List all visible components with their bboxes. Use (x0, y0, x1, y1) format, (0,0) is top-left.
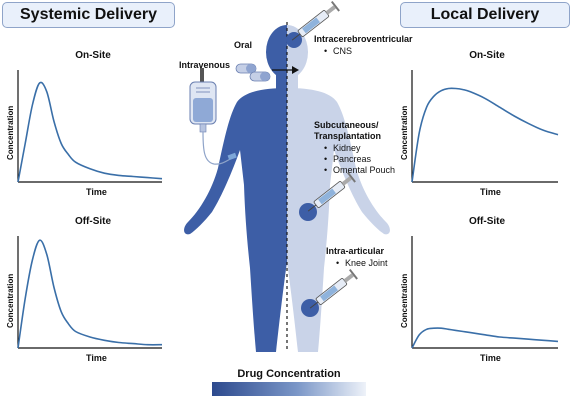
icv-site-item: CNS (324, 46, 352, 57)
route-label-subcutaneous-line1: Subcutaneous/ (314, 120, 379, 130)
pill-icon (235, 63, 271, 82)
systemic-delivery-header: Systemic Delivery (2, 2, 175, 28)
route-label-subcutaneous: Subcutaneous/ Transplantation (314, 120, 381, 142)
chart-title-local-onsite: On-Site (469, 50, 505, 61)
chart-systemic-onsite (17, 70, 163, 183)
x-axis-label-systemic-onsite: Time (86, 187, 107, 197)
route-label-icv: Intracerebroventricular (314, 34, 413, 44)
chart-systemic-offsite (17, 236, 163, 349)
x-axis-label-local-offsite: Time (480, 353, 501, 363)
subcutaneous-site-list: Kidney Pancreas Omental Pouch (324, 143, 395, 176)
icv-site-list: CNS (324, 46, 352, 57)
subcutaneous-site-item: Pancreas (324, 154, 395, 165)
chart-local-onsite (411, 70, 559, 183)
route-label-intra-articular: Intra-articular (326, 246, 385, 256)
syringe-icon (291, 0, 340, 41)
concentration-curve (17, 81, 163, 183)
chart-local-offsite (411, 236, 559, 349)
x-axis-label-local-onsite: Time (480, 187, 501, 197)
drug-concentration-label: Drug Concentration (237, 368, 341, 380)
chart-title-systemic-onsite: On-Site (75, 50, 111, 61)
route-label-oral: Oral (234, 40, 253, 50)
drug-concentration-gradient-bar (212, 382, 366, 396)
route-label-subcutaneous-line2: Transplantation (314, 131, 382, 141)
chart-title-systemic-offsite: Off-Site (74, 216, 112, 227)
intra-articular-site-list: Knee Joint (336, 258, 388, 269)
route-label-intravenous: Intravenous (179, 60, 231, 70)
intra-articular-site-item: Knee Joint (336, 258, 388, 269)
chart-title-local-offsite: Off-Site (468, 216, 506, 227)
concentration-curve (411, 87, 559, 183)
local-delivery-header: Local Delivery (400, 2, 570, 28)
x-axis-label-systemic-offsite: Time (86, 353, 107, 363)
syringe-icon (309, 268, 358, 309)
subcutaneous-site-item: Kidney (324, 143, 395, 154)
subcutaneous-site-item: Omental Pouch (324, 165, 395, 176)
syringe-icon (307, 171, 356, 212)
concentration-curve (17, 239, 163, 349)
concentration-curve (411, 327, 559, 349)
iv-bag-icon (189, 68, 237, 165)
